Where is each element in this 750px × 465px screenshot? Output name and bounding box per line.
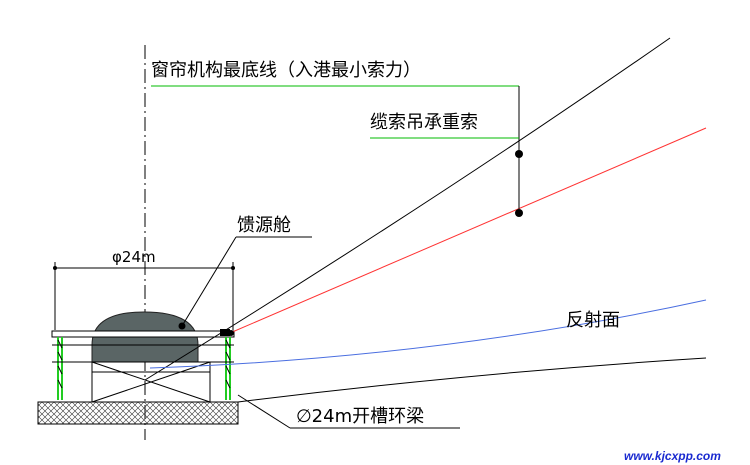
anchor-block: [220, 329, 230, 336]
cabin-top-plate: [51, 330, 235, 338]
column-braces: [52, 339, 234, 389]
ring-beam-base: [37, 401, 239, 425]
diameter-label: φ24m: [112, 248, 156, 266]
feed-cabin-leader: [181, 236, 237, 327]
diameter-dimension: [53, 262, 235, 330]
curtain-line-label: 窗帘机构最底线（入港最小索力）: [151, 60, 421, 81]
ring-beam-label: ∅24m开槽环梁: [296, 406, 424, 427]
watermark-text: www.kjcxpp.com: [624, 449, 721, 463]
cable-node-bottom: [515, 209, 523, 217]
ring-beam-leader: [237, 394, 291, 429]
feed-cabin-label: 馈源舱: [237, 215, 291, 236]
cable-red: [229, 127, 707, 334]
reflector-label: 反射面: [566, 310, 620, 331]
ground-line: [237, 357, 707, 403]
cable-support-label: 缆索吊承重索: [370, 112, 478, 133]
reflector-line: [149, 299, 707, 369]
support-frame: [91, 361, 211, 403]
anchor-node: [228, 330, 234, 336]
